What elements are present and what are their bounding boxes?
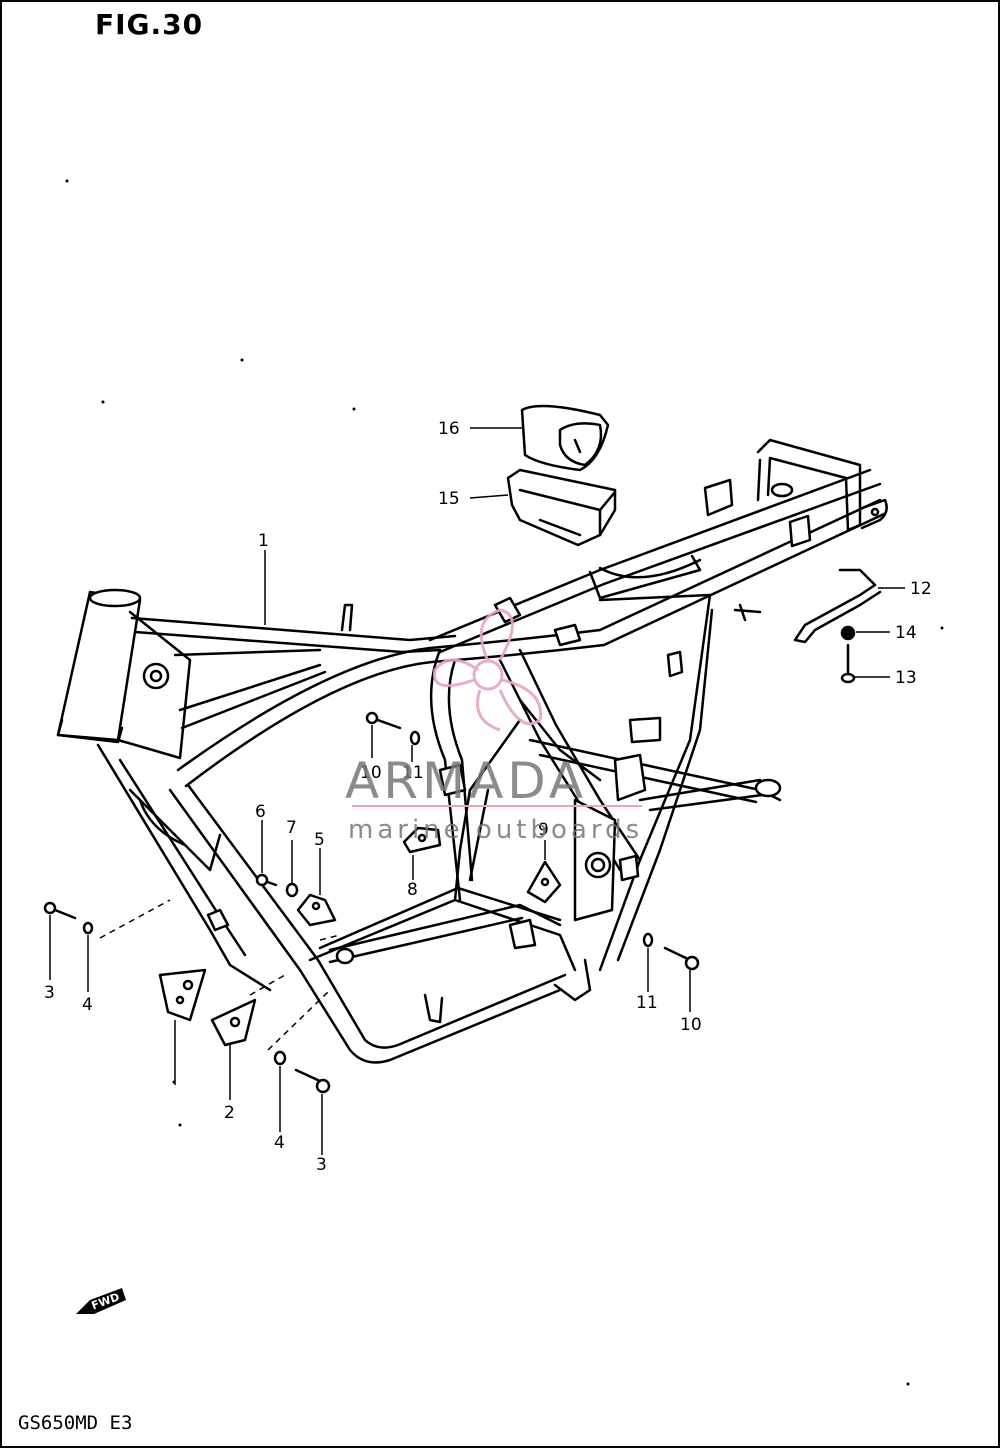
part-12-bracket (793, 568, 882, 644)
callout-7: 7 (286, 818, 297, 838)
model-code: GS650MD E3 (18, 1412, 133, 1434)
part-2-plate-a (158, 968, 207, 1022)
watermark-brand: ARMADA (345, 752, 588, 810)
callout-6: 6 (255, 802, 266, 822)
fwd-arrow-icon (76, 1288, 126, 1314)
part-3-bolt-lower (294, 1068, 331, 1094)
part-16-cover (520, 404, 610, 472)
callout-14: 14 (895, 623, 917, 643)
fwd-label: FWD (90, 1290, 121, 1312)
callout-12: 12 (910, 579, 932, 599)
callout-4-left: 4 (82, 995, 93, 1015)
callout-3-left: 3 (44, 983, 55, 1003)
part-13-bolt (840, 643, 856, 684)
callout-4-lower: 4 (274, 1133, 285, 1153)
part-8-plate (402, 826, 442, 854)
callout-9: 9 (538, 820, 549, 840)
part-7-washer (285, 882, 299, 898)
frame-down-tubes (96, 743, 567, 1064)
part-14-nut (840, 625, 856, 641)
callout-3-lower: 3 (316, 1155, 327, 1175)
watermark-tagline: marine outboards (348, 815, 644, 845)
part-9-plate (526, 860, 562, 904)
watermark-divider (352, 805, 642, 807)
part-11-washer-right (642, 932, 654, 948)
rear-loop (703, 438, 888, 548)
part-2-plate-b (210, 998, 257, 1047)
callout-15: 15 (438, 489, 460, 509)
callout-10-right: 10 (680, 1015, 702, 1035)
frame-center-tubes (429, 593, 714, 972)
part-6-bolt (255, 873, 278, 887)
frame-top-tubes (130, 603, 457, 730)
part-10-bolt-right (663, 946, 700, 971)
callout-1: 1 (258, 531, 269, 551)
callout-11-right: 11 (636, 993, 658, 1013)
callout-10-center: 10 (360, 763, 382, 783)
frame-tabs (206, 596, 684, 932)
part-4-washer-left (82, 921, 94, 935)
scan-specks (65, 179, 944, 1386)
callout-8: 8 (407, 880, 418, 900)
part-4-washer-lower (273, 1050, 287, 1066)
engine-mount-crosstube (328, 903, 562, 965)
part-10-bolt-center (365, 711, 402, 730)
callout-2: 2 (224, 1103, 235, 1123)
leader-lines (49, 427, 905, 1155)
callout-5: 5 (314, 830, 325, 850)
rear-mount-bracket (528, 603, 782, 812)
install-lines (99, 899, 341, 1051)
callout-11-center: 11 (402, 763, 424, 783)
part-15-holder (506, 468, 617, 547)
steering-head (56, 588, 192, 760)
part-11-washer-center (409, 730, 421, 746)
callout-16: 16 (438, 419, 460, 439)
figure-title: FIG.30 (95, 8, 204, 41)
part-3-bolt-left (43, 901, 77, 920)
watermark-propeller-icon (433, 608, 543, 732)
callout-13: 13 (895, 668, 917, 688)
part-5-plate (296, 893, 337, 927)
